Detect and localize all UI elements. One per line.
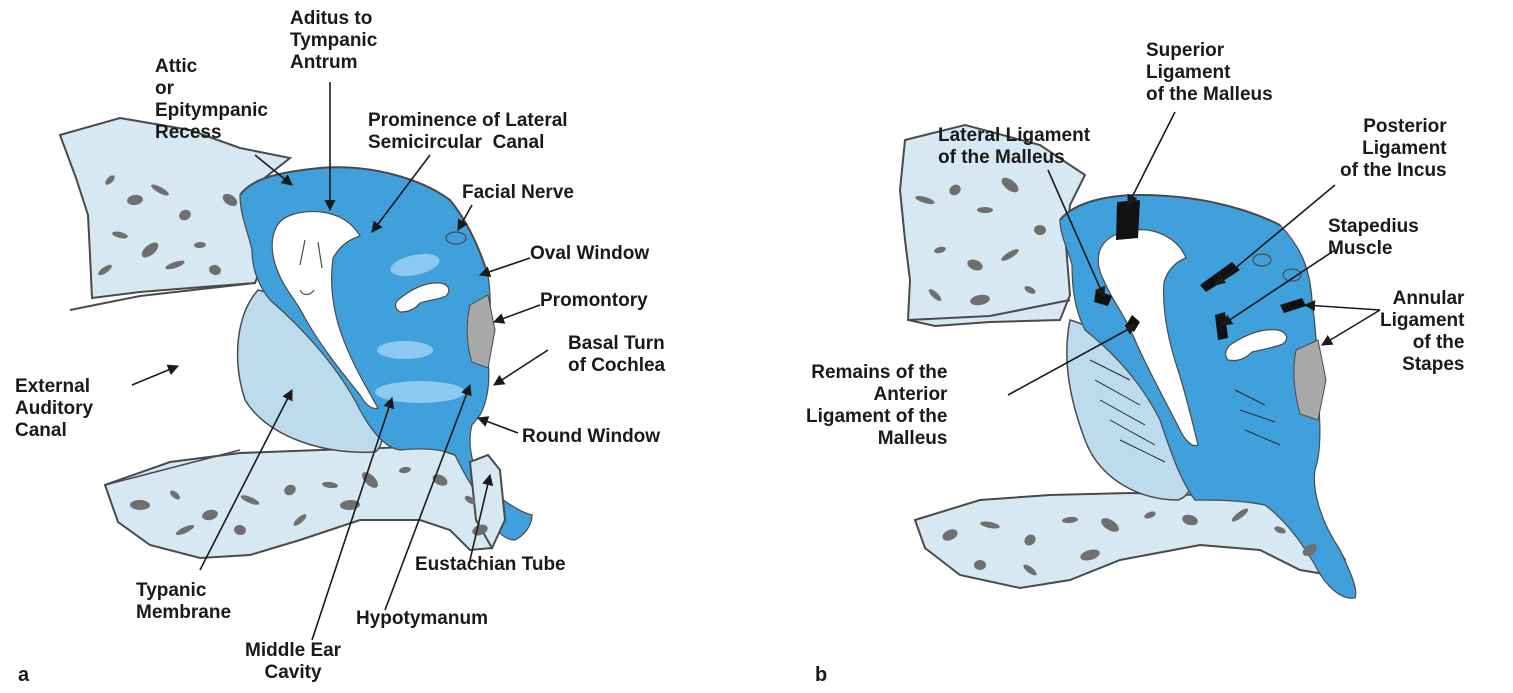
- label-stapedius-muscle: Stapedius Muscle: [1328, 216, 1419, 260]
- bone-texture-spot: [974, 560, 986, 570]
- label-lateral-ligament: Lateral Ligament of the Malleus: [938, 125, 1090, 169]
- label-aditus: Aditus to Tympanic Antrum: [290, 8, 377, 74]
- panel-letter-b: b: [815, 664, 827, 687]
- label-attic: Attic or Epitympanic Recess: [155, 56, 268, 144]
- label-prominence: Prominence of Lateral Semicircular Canal: [368, 110, 568, 154]
- label-middle-ear-cavity: Middle Ear Cavity: [245, 640, 341, 684]
- label-annular-ligament: Annular Ligament of the Stapes: [1380, 288, 1464, 376]
- label-superior-ligament: Superior Ligament of the Malleus: [1146, 40, 1273, 106]
- label-round-window: Round Window: [522, 426, 660, 448]
- label-eustachian-tube: Eustachian Tube: [415, 554, 566, 576]
- superior-ligament-shape: [1116, 200, 1140, 240]
- label-hypotympanum: Hypotymanum: [356, 608, 488, 630]
- panel-b-drawing: [900, 125, 1356, 598]
- label-facial-nerve: Facial Nerve: [462, 182, 574, 204]
- label-external-canal: External Auditory Canal: [15, 376, 93, 442]
- facial-nerve-shape: [446, 232, 466, 244]
- label-basal-turn: Basal Turn of Cochlea: [568, 333, 665, 377]
- panel-letter-a: a: [18, 664, 29, 687]
- label-oval-window: Oval Window: [530, 243, 649, 265]
- label-anterior-ligament: Remains of the Anterior Ligament of the …: [806, 362, 947, 450]
- lower-bone-a: [105, 446, 492, 558]
- label-typanic-membrane: Typanic Membrane: [136, 580, 231, 624]
- label-promontory: Promontory: [540, 290, 648, 312]
- label-posterior-ligament: Posterior Ligament of the Incus: [1340, 116, 1447, 182]
